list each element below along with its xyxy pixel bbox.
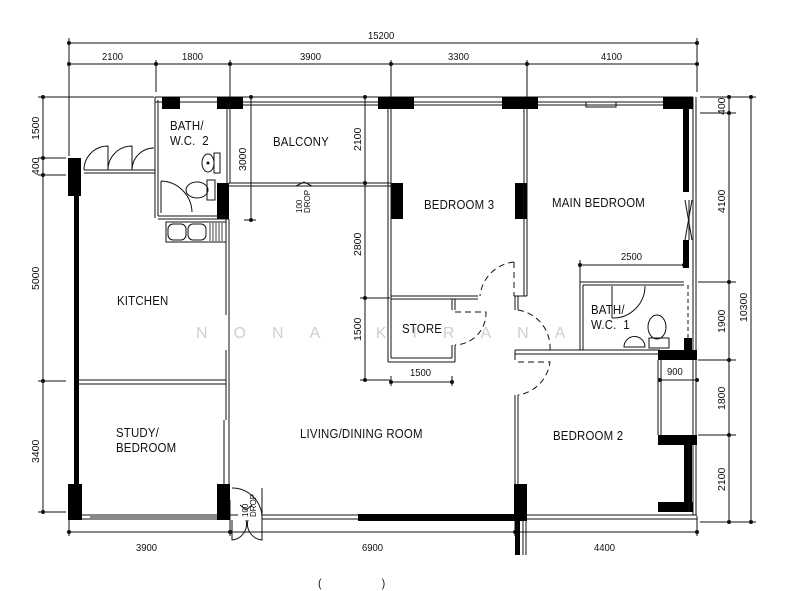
dim-balcony-depth: 2100 — [352, 127, 364, 151]
dim-right-5: 2100 — [716, 467, 728, 491]
dim-top-2: 1800 — [182, 51, 204, 63]
dim-bay-width: 900 — [667, 366, 683, 378]
dim-right-2: 4100 — [716, 189, 728, 213]
dim-right-overall: 10300 — [738, 292, 750, 322]
room-label-balcony: BALCONY — [273, 134, 329, 149]
structural-columns — [68, 97, 697, 555]
dim-top-5: 4100 — [601, 51, 623, 63]
fixtures — [165, 152, 670, 511]
room-label-bedroom-3: BEDROOM 3 — [424, 197, 495, 212]
dim-top-4: 3300 — [448, 51, 470, 63]
dim-left-4: 3400 — [30, 439, 42, 463]
dimension-lines — [38, 38, 756, 536]
room-label-kitchen: KITCHEN — [117, 293, 169, 308]
dim-left-2: 400 — [30, 157, 42, 175]
watermark: NONA KIRANA — [196, 325, 592, 342]
dim-bath2-height: 3000 — [237, 147, 249, 171]
dim-bottom-2: 6900 — [362, 542, 384, 554]
windows — [84, 101, 693, 518]
room-label-bedroom-2: BEDROOM 2 — [553, 428, 624, 443]
door-swings — [83, 145, 646, 541]
room-label-living-dining: LIVING/DINING ROOM — [300, 426, 423, 441]
room-label-store: STORE — [402, 321, 443, 336]
dimension-ticks — [41, 41, 753, 534]
room-label-main-bedroom: MAIN BEDROOM — [552, 195, 646, 210]
room-label-bath-wc-1: BATH/ W.C. 1 — [591, 302, 630, 332]
dim-bath1-width: 2500 — [621, 251, 643, 263]
outer-walls — [69, 96, 697, 521]
dim-store-height: 1500 — [352, 317, 364, 341]
balcony-drop-note: 100 DROP — [295, 189, 312, 213]
dim-left-3: 5000 — [30, 266, 42, 290]
dim-right-3: 1900 — [716, 309, 728, 333]
dim-bottom-1: 3900 — [136, 542, 158, 554]
interior-walls — [79, 102, 694, 555]
room-label-study-bedroom: STUDY/ BEDROOM — [116, 425, 177, 455]
bottom-caption: ( ) — [318, 576, 386, 590]
dim-right-4: 1800 — [716, 386, 728, 410]
dim-bottom-3: 4400 — [594, 542, 616, 554]
dim-top-overall: 15200 — [368, 30, 395, 42]
room-label-bath-wc-2: BATH/ W.C. 2 — [170, 118, 209, 148]
dim-top-1: 2100 — [102, 51, 124, 63]
dim-right-1: 400 — [716, 97, 728, 115]
dim-bedroom3-corridor: 2800 — [352, 232, 364, 256]
dim-store-width: 1500 — [410, 367, 432, 379]
dim-left-1: 1500 — [30, 116, 42, 140]
dim-top-3: 3900 — [300, 51, 322, 63]
entrance-drop-note: 100 DROP — [241, 493, 258, 517]
